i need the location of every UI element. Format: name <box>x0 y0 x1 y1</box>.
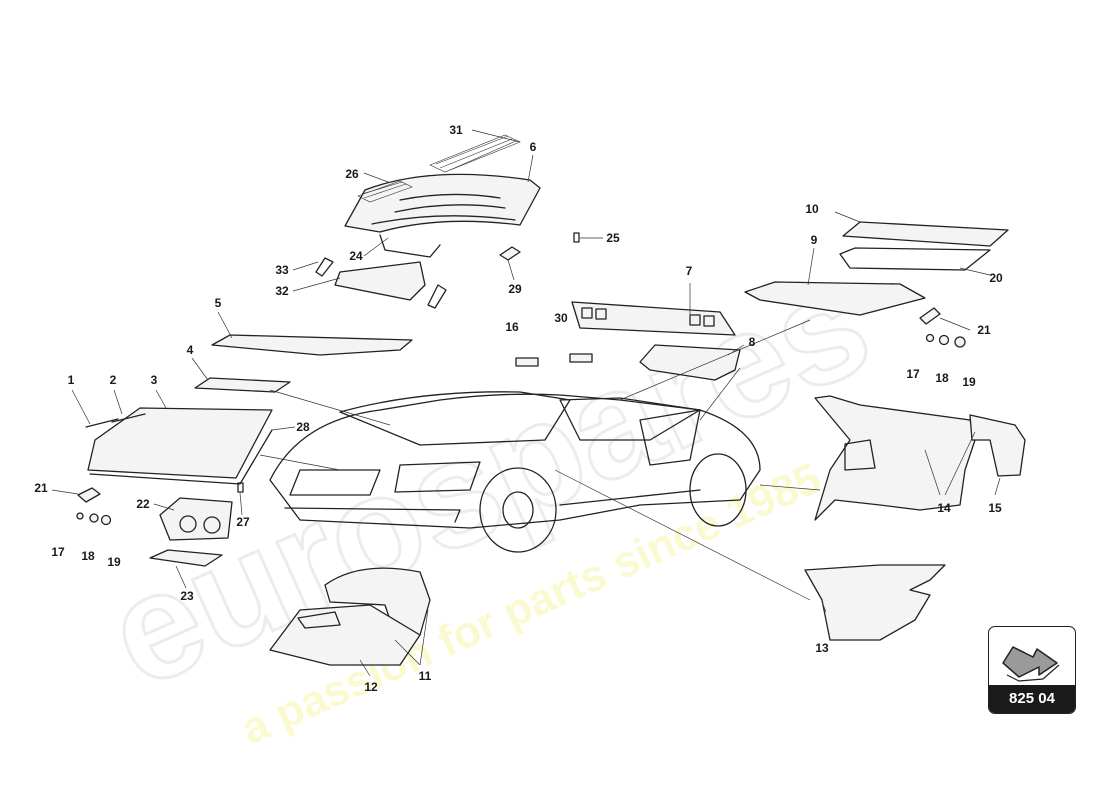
callout-19-right: 19 <box>962 375 976 389</box>
nut-19-left <box>100 514 112 526</box>
view-direction-arrow-icon <box>1002 646 1060 682</box>
callout-15: 15 <box>988 501 1002 515</box>
callout-16: 16 <box>505 320 519 334</box>
bracket-21-left <box>77 487 101 503</box>
callout-22: 22 <box>136 497 150 511</box>
vent-16 <box>515 357 539 367</box>
callout-12: 12 <box>364 680 378 694</box>
headlamp-housing-22 <box>159 497 233 541</box>
callout-20: 20 <box>989 271 1003 285</box>
tray-20 <box>839 247 991 271</box>
side-panel-13 <box>804 564 946 641</box>
bonnet-panel-5 <box>211 334 413 356</box>
nut-19-right <box>954 336 966 348</box>
callout-26: 26 <box>345 167 359 181</box>
rod-1 <box>85 418 119 428</box>
panel-4 <box>194 377 291 393</box>
callout-5: 5 <box>215 296 222 310</box>
leader-lines <box>51 129 1001 677</box>
rod-2 <box>111 413 146 423</box>
vent-grille-31 <box>429 134 521 173</box>
front-panel-12 <box>269 604 421 666</box>
diagram-code: 825 04 <box>989 685 1075 713</box>
watermark: eurospares a passion for parts since 198… <box>83 235 893 754</box>
callout-28: 28 <box>296 420 310 434</box>
tray-9 <box>744 281 926 316</box>
diagram-code-badge: 825 04 <box>988 626 1076 714</box>
callout-27: 27 <box>236 515 250 529</box>
callout-29: 29 <box>508 282 522 296</box>
bracket-21-right <box>919 307 941 325</box>
callout-7: 7 <box>686 264 693 278</box>
callout-17-right: 17 <box>906 367 920 381</box>
callout-30: 30 <box>554 311 568 325</box>
callout-21-right: 21 <box>977 323 991 337</box>
clip-25 <box>573 232 580 243</box>
duct-8 <box>639 344 741 381</box>
washer-18-right <box>938 334 950 346</box>
callout-4: 4 <box>187 343 194 357</box>
bracket-33b <box>427 284 447 309</box>
callout-18-left: 18 <box>81 549 95 563</box>
callout-11: 11 <box>419 669 432 683</box>
washer-18-left <box>89 513 99 523</box>
callout-33: 33 <box>275 263 289 277</box>
callout-1: 1 <box>68 373 75 387</box>
clip-27 <box>237 482 244 493</box>
rear-arch-15 <box>969 414 1026 477</box>
tray-10 <box>842 221 1009 247</box>
bolt-17-right <box>925 333 935 343</box>
car-body <box>269 391 761 553</box>
roof-panel <box>344 173 541 258</box>
callout-3: 3 <box>151 373 158 387</box>
rear-wing-14 <box>814 395 976 521</box>
callout-2: 2 <box>110 373 117 387</box>
callout-labels: 31 6 26 24 33 32 29 25 7 8 16 30 5 4 3 2… <box>34 123 1003 694</box>
callout-18-right: 18 <box>935 371 949 385</box>
callout-8: 8 <box>749 335 756 349</box>
callout-25: 25 <box>606 231 620 245</box>
grille-7 <box>571 301 736 336</box>
callout-31: 31 <box>449 123 463 137</box>
rear-panel-32 <box>334 261 426 301</box>
callout-23: 23 <box>180 589 194 603</box>
panel-3 <box>87 407 273 479</box>
vent-30 <box>569 353 593 363</box>
callout-10: 10 <box>805 202 819 216</box>
callout-13: 13 <box>815 641 829 655</box>
callout-9: 9 <box>811 233 818 247</box>
bolt-17-left <box>76 512 84 520</box>
clip-29 <box>499 246 521 261</box>
plate-23 <box>149 549 223 567</box>
callout-19-left: 19 <box>107 555 121 569</box>
callout-32: 32 <box>275 284 289 298</box>
callout-14: 14 <box>937 501 951 515</box>
seal-28 <box>89 429 273 485</box>
bracket-33 <box>315 257 334 277</box>
vent-grille-26 <box>357 180 413 203</box>
callout-24: 24 <box>349 249 363 263</box>
callout-21-left: 21 <box>34 481 48 495</box>
callout-17-left: 17 <box>51 545 65 559</box>
callout-6: 6 <box>530 140 537 154</box>
